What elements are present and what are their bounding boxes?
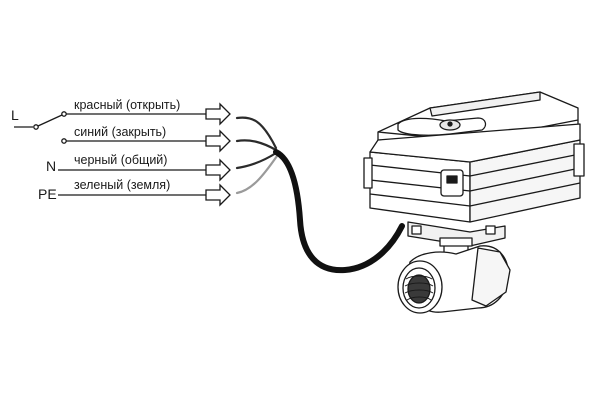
- mount-screw-left: [411, 225, 422, 235]
- manual-lever-screw: [447, 121, 453, 127]
- wire-label-green: зеленый (земля): [74, 178, 170, 192]
- wire-label-black: черный (общий): [74, 153, 167, 167]
- housing-rib-1: [369, 153, 581, 177]
- housing-rib-3: [369, 182, 581, 207]
- valve-drawing: [363, 91, 585, 314]
- wire-end-red: [235, 116, 278, 150]
- valve-port-thread-lines: [404, 275, 434, 301]
- switch-blade: [37, 114, 63, 127]
- actuator-housing-top: [369, 123, 581, 163]
- switch-contact-top: [61, 111, 67, 117]
- terminal-label-n: N: [46, 158, 56, 174]
- valve-port-inner: [407, 274, 431, 304]
- wire-arrow-4: [205, 183, 231, 207]
- wire-end-black: [235, 151, 278, 170]
- housing-rib-2: [369, 167, 581, 192]
- housing-side-tab-left: [363, 157, 373, 189]
- mount-screw-right: [485, 225, 496, 235]
- wire-label-red: красный (открыть): [74, 98, 180, 112]
- valve-hex-right: [471, 247, 511, 307]
- wire-end-blue: [235, 139, 278, 152]
- wire-arrow-2: [205, 129, 231, 153]
- terminal-label-l: L: [11, 107, 19, 123]
- wire-arrow-3: [205, 158, 231, 182]
- mount-bracket: [407, 221, 506, 247]
- schematic: [14, 102, 231, 207]
- switch-contact-left: [33, 124, 39, 130]
- actuator-raised-block: [429, 91, 541, 117]
- housing-side-tab-right: [573, 143, 585, 177]
- indicator-pointer: [446, 175, 458, 184]
- wire-ends: [235, 116, 279, 195]
- wire-arrow-1: [205, 102, 231, 126]
- cable: [273, 149, 405, 274]
- switch-contact-bottom: [61, 138, 67, 144]
- valve-stem-nut: [439, 237, 473, 247]
- terminal-label-pe: PE: [38, 186, 57, 202]
- wire-end-green: [235, 154, 279, 195]
- wire-label-blue: синий (закрыть): [74, 125, 166, 139]
